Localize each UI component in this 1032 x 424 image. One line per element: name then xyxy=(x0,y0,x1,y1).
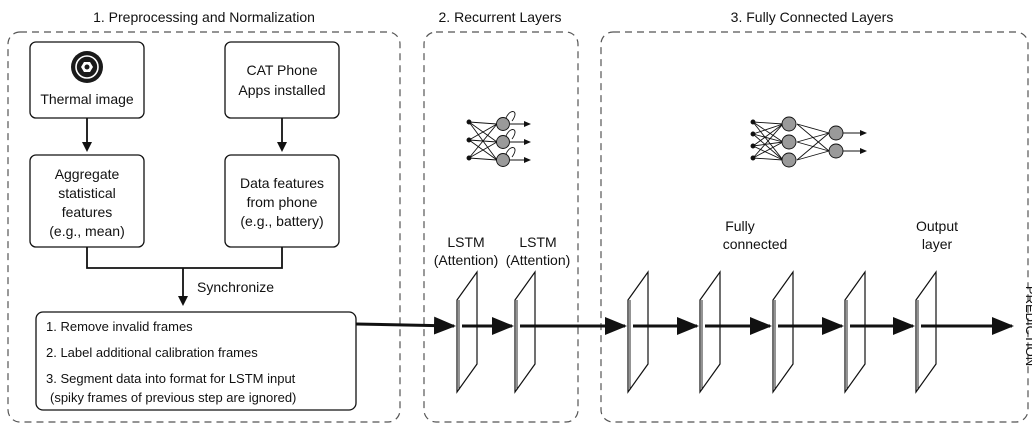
step-1: 1. Remove invalid frames xyxy=(46,319,193,334)
output-layer-label-line2: layer xyxy=(922,236,953,252)
cat-phone-label-line2: Apps installed xyxy=(238,82,325,98)
lstm2-label-line2: (Attention) xyxy=(506,252,571,268)
merge-connector xyxy=(86,247,283,269)
phone-features-line3: (e.g., battery) xyxy=(240,213,323,229)
dense-layer-2 xyxy=(699,270,721,394)
recurrent-network-icon xyxy=(466,111,531,167)
aggregate-line4: (e.g., mean) xyxy=(49,223,124,239)
dense-layer-4 xyxy=(844,270,866,394)
section-title-preprocessing: 1. Preprocessing and Normalization xyxy=(93,9,315,25)
phone-features-line2: from phone xyxy=(247,194,318,210)
step-2: 2. Label additional calibration frames xyxy=(46,345,258,360)
section-title-fully-connected: 3. Fully Connected Layers xyxy=(731,9,894,25)
prediction-label: PREDICTION xyxy=(1023,286,1032,366)
fully-connected-group xyxy=(600,31,1029,423)
aggregate-line3: features xyxy=(62,204,113,220)
synchronize-label: Synchronize xyxy=(197,279,274,295)
step-3-note: (spiky frames of previous step are ignor… xyxy=(50,390,296,405)
feedforward-network-icon xyxy=(750,116,867,168)
output-layer xyxy=(915,270,937,394)
lstm2-label-line1: LSTM xyxy=(519,234,556,250)
thermal-camera-logo-icon xyxy=(71,51,103,83)
fully-connected-label-line2: connected xyxy=(723,236,788,252)
recurrent-group xyxy=(423,31,579,423)
preprocessing-group xyxy=(7,31,401,423)
lstm1-label-line1: LSTM xyxy=(447,234,484,250)
thermal-image-label: Thermal image xyxy=(40,91,134,107)
flow-arrow-steps-to-lstm1 xyxy=(355,316,456,335)
dense-layer-3 xyxy=(772,270,794,394)
cat-phone-box xyxy=(224,41,340,119)
lstm-layer-2 xyxy=(514,270,536,394)
lstm-layer-1 xyxy=(456,270,478,394)
lstm1-label-line2: (Attention) xyxy=(434,252,499,268)
fully-connected-label-line1: Fully xyxy=(725,218,755,234)
processing-steps-box xyxy=(35,311,357,411)
section-title-recurrent: 2. Recurrent Layers xyxy=(439,9,562,25)
cat-phone-label-line1: CAT Phone xyxy=(246,62,317,78)
aggregate-line2: statistical xyxy=(58,185,116,201)
dense-layer-1 xyxy=(627,270,649,394)
aggregate-line1: Aggregate xyxy=(55,166,120,182)
output-layer-label-line1: Output xyxy=(916,218,958,234)
step-3: 3. Segment data into format for LSTM inp… xyxy=(46,371,296,386)
phone-features-line1: Data features xyxy=(240,175,324,191)
